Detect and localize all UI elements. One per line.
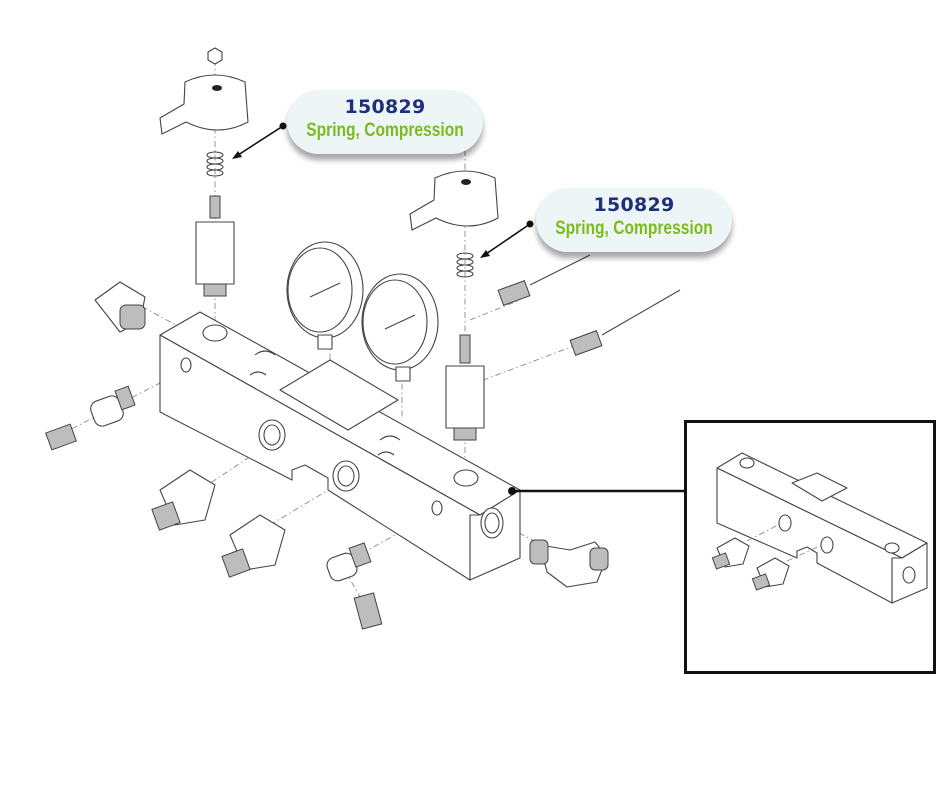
callout-spring-right: 150829 Spring, Compression (536, 188, 732, 252)
right-valve-assembly (409, 170, 499, 441)
left-valve-assembly (159, 47, 249, 297)
part-number: 150829 (593, 194, 675, 216)
callout-spring-left: 150829 Spring, Compression (287, 90, 483, 154)
spring-right (456, 252, 474, 278)
pressure-gauges (286, 241, 439, 382)
spring-left (206, 151, 224, 177)
fittings (45, 281, 609, 630)
inset-detail-view (684, 420, 936, 674)
inset-manifold-drawing (711, 452, 928, 604)
part-description: Spring, Compression (306, 120, 464, 141)
part-description: Spring, Compression (555, 218, 713, 239)
part-number: 150829 (344, 96, 426, 118)
manifold-block (159, 311, 521, 581)
temperature-probes (497, 254, 681, 356)
callout-leaders (232, 122, 686, 495)
